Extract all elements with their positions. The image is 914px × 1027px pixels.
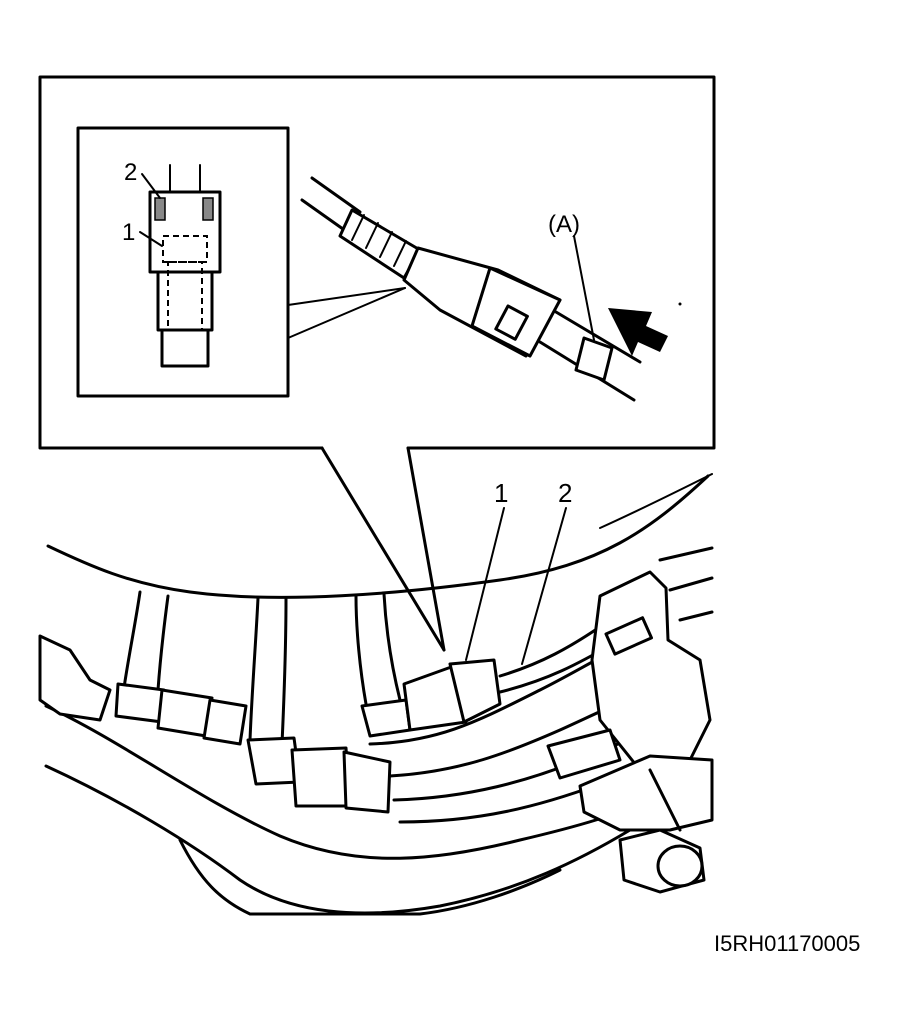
hose-upper-edge [310,176,362,214]
left-bracket [38,634,112,722]
leader-a [573,235,595,341]
inset-frame [38,75,716,450]
inset-view: 2 1 (A) [38,75,716,652]
main-view: 1 2 [38,473,714,916]
leader-1 [139,231,163,247]
right-mount [546,546,714,894]
figure-code: I5RH01170005 [714,931,860,956]
body-contour-upper [46,474,710,599]
dot-mark [678,302,682,306]
cap-hatch-left [154,197,166,221]
frame-tube-upper [44,704,662,860]
leader-main-1 [465,507,505,661]
connector-sleeve [156,270,214,332]
frame-bracket [178,838,562,916]
hose-vertical-2 [248,596,260,742]
hose-bundle-4 [398,782,602,824]
pipe-upper-edge [554,310,642,364]
clip-a [574,336,614,382]
magnified-connector: (A) [300,176,642,402]
connector-inner [162,235,208,263]
connector-joint-left [114,682,248,746]
cap-hatch-right [202,197,214,221]
connector-joint-middle [246,736,392,814]
hose-vertical-1 [122,590,142,690]
main-label-2: 2 [558,478,572,508]
main-label-1: 1 [494,478,508,508]
leader-2 [141,173,161,199]
hose-vertical-1b [156,594,170,692]
inset-pointer-left [320,446,446,652]
hose-vertical-3 [354,594,368,706]
detail-label-1: 1 [122,219,135,246]
detail-callout-lower [287,287,406,339]
rib-2 [365,222,379,249]
push-arrow [608,302,682,356]
inset-pointer-right [406,446,446,652]
body-contour-right [599,473,713,529]
inset-label-a: (A) [548,211,580,238]
sleeve-dashed-core [167,261,203,331]
detail-label-2: 2 [124,159,137,186]
pipe-end [160,328,210,368]
cross-section-frame [76,126,290,398]
leader-main-2 [521,507,567,665]
detail-callout-upper [287,287,406,306]
cross-section-detail: 2 1 [76,126,290,398]
hose-vertical-2b [280,596,288,746]
frame-tube-lower [44,764,632,915]
rib-4 [393,240,407,267]
connector-joint-target [360,658,502,738]
connector-window [494,304,529,341]
rib-1 [351,214,365,241]
arrow-icon [608,308,668,356]
rib-3 [379,231,393,258]
hose-vertical-3b [382,592,402,702]
